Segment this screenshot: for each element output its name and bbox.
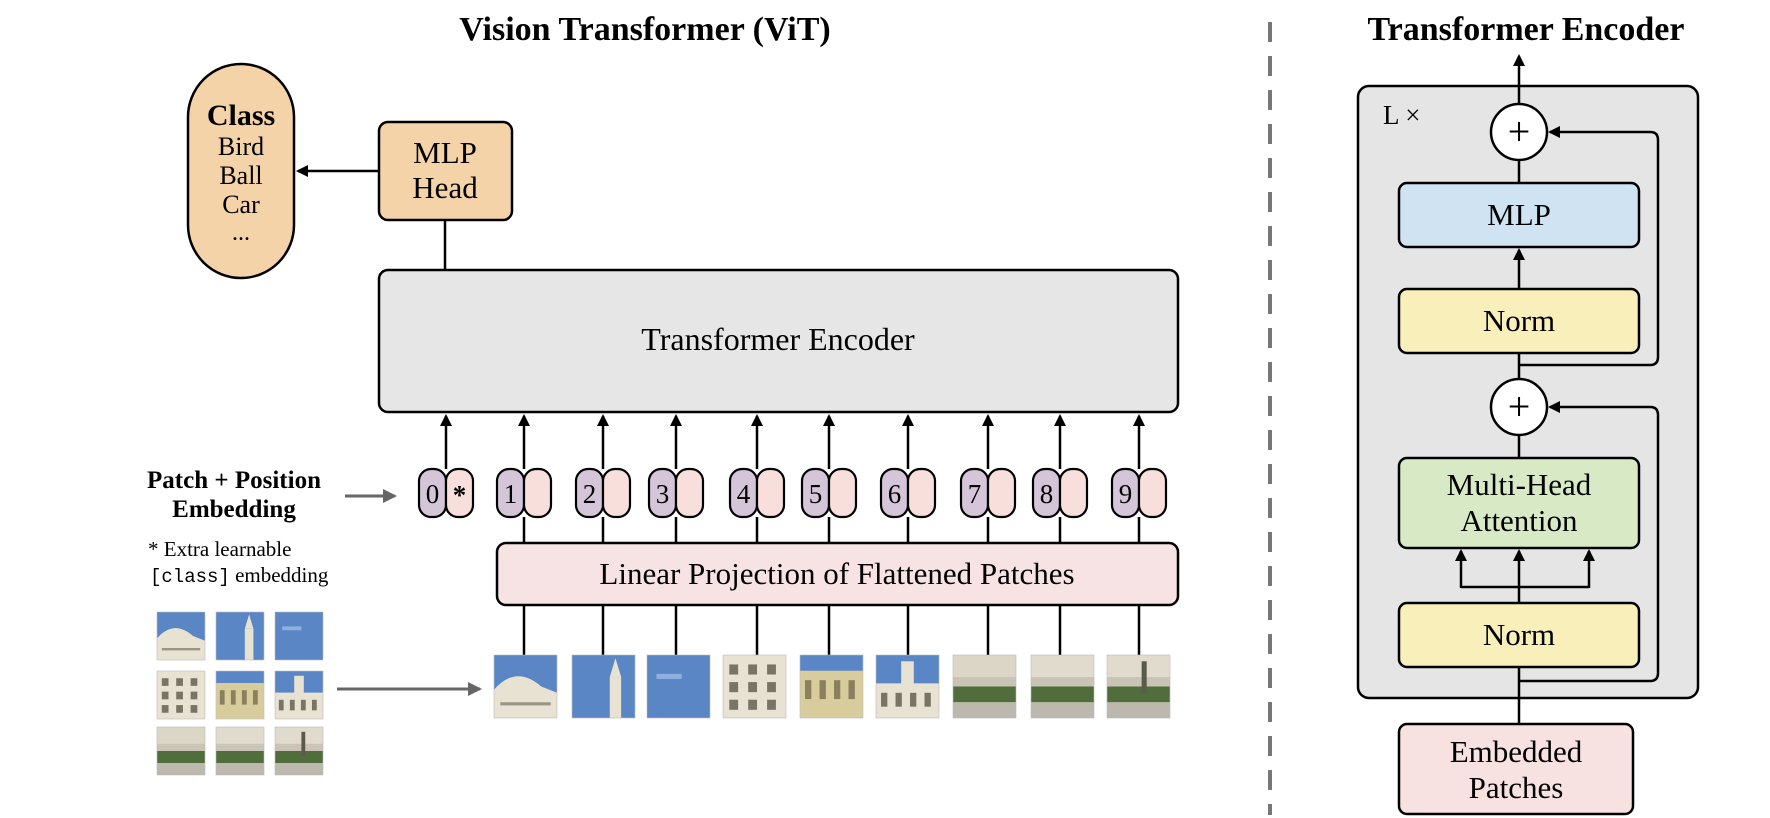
add-symbol-bottom: + [1508, 384, 1531, 429]
token-0: 0* [417, 414, 475, 519]
class-box-shape [186, 62, 296, 280]
grid-patch-1 [156, 611, 206, 661]
extra-note-line1: * Extra learnable [148, 537, 291, 561]
qkv-split-path [1461, 585, 1589, 603]
position-index-2: 2 [583, 479, 597, 509]
patch-embedding-9 [1137, 467, 1168, 519]
token-1: 1 [495, 414, 553, 543]
extra-note-rest: embedding [230, 563, 329, 587]
linear-projection-box: Linear Projection of Flattened Patches [495, 541, 1180, 607]
flattened-patch-5 [799, 654, 864, 719]
vit-title: Vision Transformer (ViT) [459, 11, 830, 48]
class-token-marker: * [453, 480, 467, 510]
grid-patch-3 [274, 611, 324, 661]
transformer-encoder-box: Transformer Encoder [377, 268, 1180, 414]
transformer-encoder-label: Transformer Encoder [641, 321, 915, 357]
embedded-patches-shape [1397, 722, 1635, 816]
grid-patch-7 [156, 726, 206, 776]
class-item-car: Car [222, 190, 260, 219]
position-index-4: 4 [737, 479, 751, 509]
class-item-ball: Ball [219, 161, 262, 190]
patch-embedding-6 [906, 467, 937, 519]
residual-add-top: + [1489, 102, 1549, 162]
flattened-patch-row [493, 605, 1171, 719]
patch-embedding-7 [986, 467, 1017, 519]
position-index-9: 9 [1119, 479, 1133, 509]
token-3: 3 [647, 414, 705, 543]
add-symbol-top: + [1508, 109, 1531, 154]
position-index-0: 0 [426, 479, 440, 509]
linear-projection-shape [495, 541, 1180, 607]
token-4: 4 [728, 414, 786, 543]
attention-label-line1: Multi-Head [1447, 467, 1592, 502]
patch-embedding-8 [1058, 467, 1089, 519]
position-index-8: 8 [1040, 479, 1054, 509]
token-9: 9 [1110, 414, 1168, 543]
norm-bottom-label: Norm [1483, 617, 1555, 652]
embedded-patches-box: Embedded Patches [1397, 722, 1635, 816]
grid-patch-8 [215, 726, 265, 776]
flattened-patch-4 [722, 654, 787, 719]
patch-embedding-2 [601, 467, 632, 519]
class-item-ellipsis: ... [232, 220, 250, 246]
encoder-mlp-box: MLP [1397, 181, 1641, 249]
embedded-patches-line1: Embedded [1450, 734, 1583, 769]
flattened-patch-6 [875, 654, 940, 719]
transformer-encoder-shape [377, 268, 1180, 414]
flattened-patch-7 [952, 654, 1017, 719]
extra-note-code: [class] [150, 566, 230, 588]
grid-patch-9 [274, 726, 324, 776]
flattened-patch-8 [1030, 654, 1095, 719]
residual-path-bottom [1519, 401, 1660, 683]
image-patch-grid [156, 611, 324, 776]
residual-path-top [1519, 126, 1660, 367]
position-index-1: 1 [504, 479, 518, 509]
flattened-patch-9 [1106, 654, 1171, 719]
embedding-label-line2: Embedding [172, 496, 296, 523]
encoder-mlp-label: MLP [1487, 197, 1551, 232]
position-index-6: 6 [888, 479, 902, 509]
flattened-patch-3 [646, 654, 711, 719]
repeat-label: L × [1383, 100, 1420, 130]
norm-bottom-box: Norm [1397, 601, 1641, 669]
grid-patch-4 [156, 670, 206, 720]
patch-embedding-0 [444, 467, 475, 519]
grid-patch-2 [215, 611, 265, 661]
token-5: 5 [800, 414, 858, 543]
norm-top-label: Norm [1483, 303, 1555, 338]
norm-top-box: Norm [1397, 287, 1641, 355]
embedded-patches-line2: Patches [1469, 770, 1564, 805]
class-output-box: Class Bird Ball Car ... [186, 62, 296, 280]
token-7: 7 [959, 414, 1017, 543]
mlp-head-line1: MLP [413, 135, 477, 170]
patch-embedding-4 [755, 467, 786, 519]
attention-box: Multi-Head Attention [1397, 456, 1641, 550]
patch-embedding-5 [827, 467, 858, 519]
class-box-header: Class [207, 99, 275, 132]
grid-patch-6 [274, 670, 324, 720]
embedding-label-line1: Patch + Position [147, 467, 321, 494]
token-8: 8 [1031, 414, 1089, 543]
class-item-bird: Bird [218, 132, 264, 161]
grid-patch-5 [215, 670, 265, 720]
linear-projection-label: Linear Projection of Flattened Patches [599, 556, 1074, 591]
patch-embedding-1 [522, 467, 553, 519]
encoder-detail-title: Transformer Encoder [1368, 11, 1685, 48]
token-6: 6 [879, 414, 937, 543]
residual-add-bottom: + [1489, 377, 1549, 437]
flattened-patch-2 [571, 654, 636, 719]
position-index-3: 3 [656, 479, 670, 509]
flattened-patch-1 [493, 654, 558, 719]
patch-embedding-3 [674, 467, 705, 519]
position-index-7: 7 [968, 479, 982, 509]
mlp-head-line2: Head [412, 170, 478, 205]
extra-note-line2: [class] embedding [150, 563, 329, 588]
token-2: 2 [574, 414, 632, 543]
position-index-5: 5 [809, 479, 823, 509]
attention-label-line2: Attention [1460, 503, 1578, 538]
mlp-head-box: MLP Head [377, 120, 514, 222]
